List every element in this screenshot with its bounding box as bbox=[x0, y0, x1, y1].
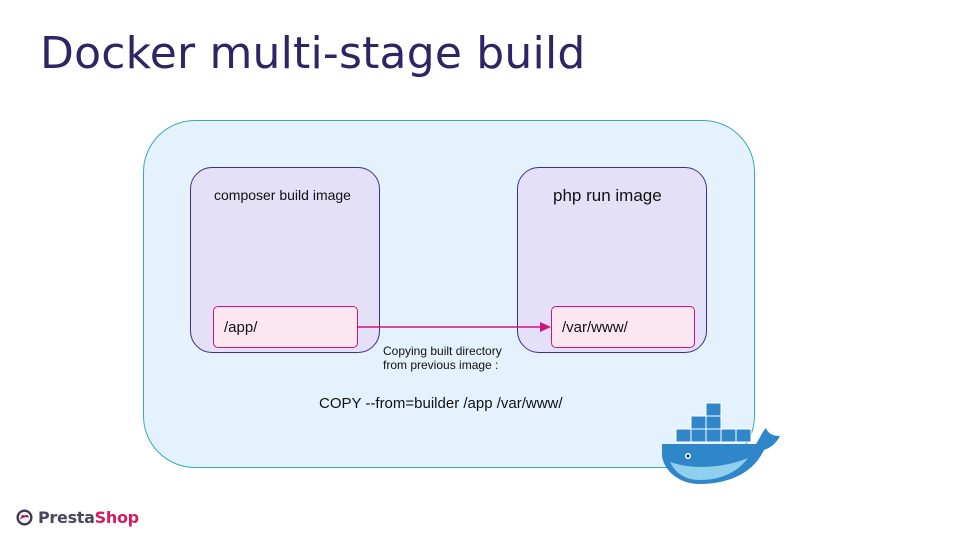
builder-directory-box: /app/ bbox=[213, 306, 358, 348]
prestashop-brand: PrestaShop bbox=[16, 508, 139, 527]
arrow-caption-line-1: Copying built directory bbox=[383, 344, 502, 358]
arrow-caption: Copying built directory from previous im… bbox=[383, 344, 502, 372]
slide-title: Docker multi-stage build bbox=[40, 28, 586, 79]
brand-name-part-2: Shop bbox=[94, 508, 139, 527]
builder-stage-label: composer build image bbox=[214, 187, 351, 203]
prestashop-logo-icon bbox=[16, 509, 33, 526]
runner-stage-label: php run image bbox=[553, 186, 662, 205]
copy-command: COPY --from=builder /app /var/www/ bbox=[319, 395, 563, 412]
copy-arrow-head bbox=[540, 322, 551, 332]
runner-directory-box: /var/www/ bbox=[551, 306, 695, 348]
arrow-caption-line-2: from previous image : bbox=[383, 358, 499, 372]
docker-whale-icon bbox=[662, 402, 780, 484]
brand-name: PrestaShop bbox=[38, 508, 139, 527]
brand-name-part-1: Presta bbox=[38, 508, 95, 527]
